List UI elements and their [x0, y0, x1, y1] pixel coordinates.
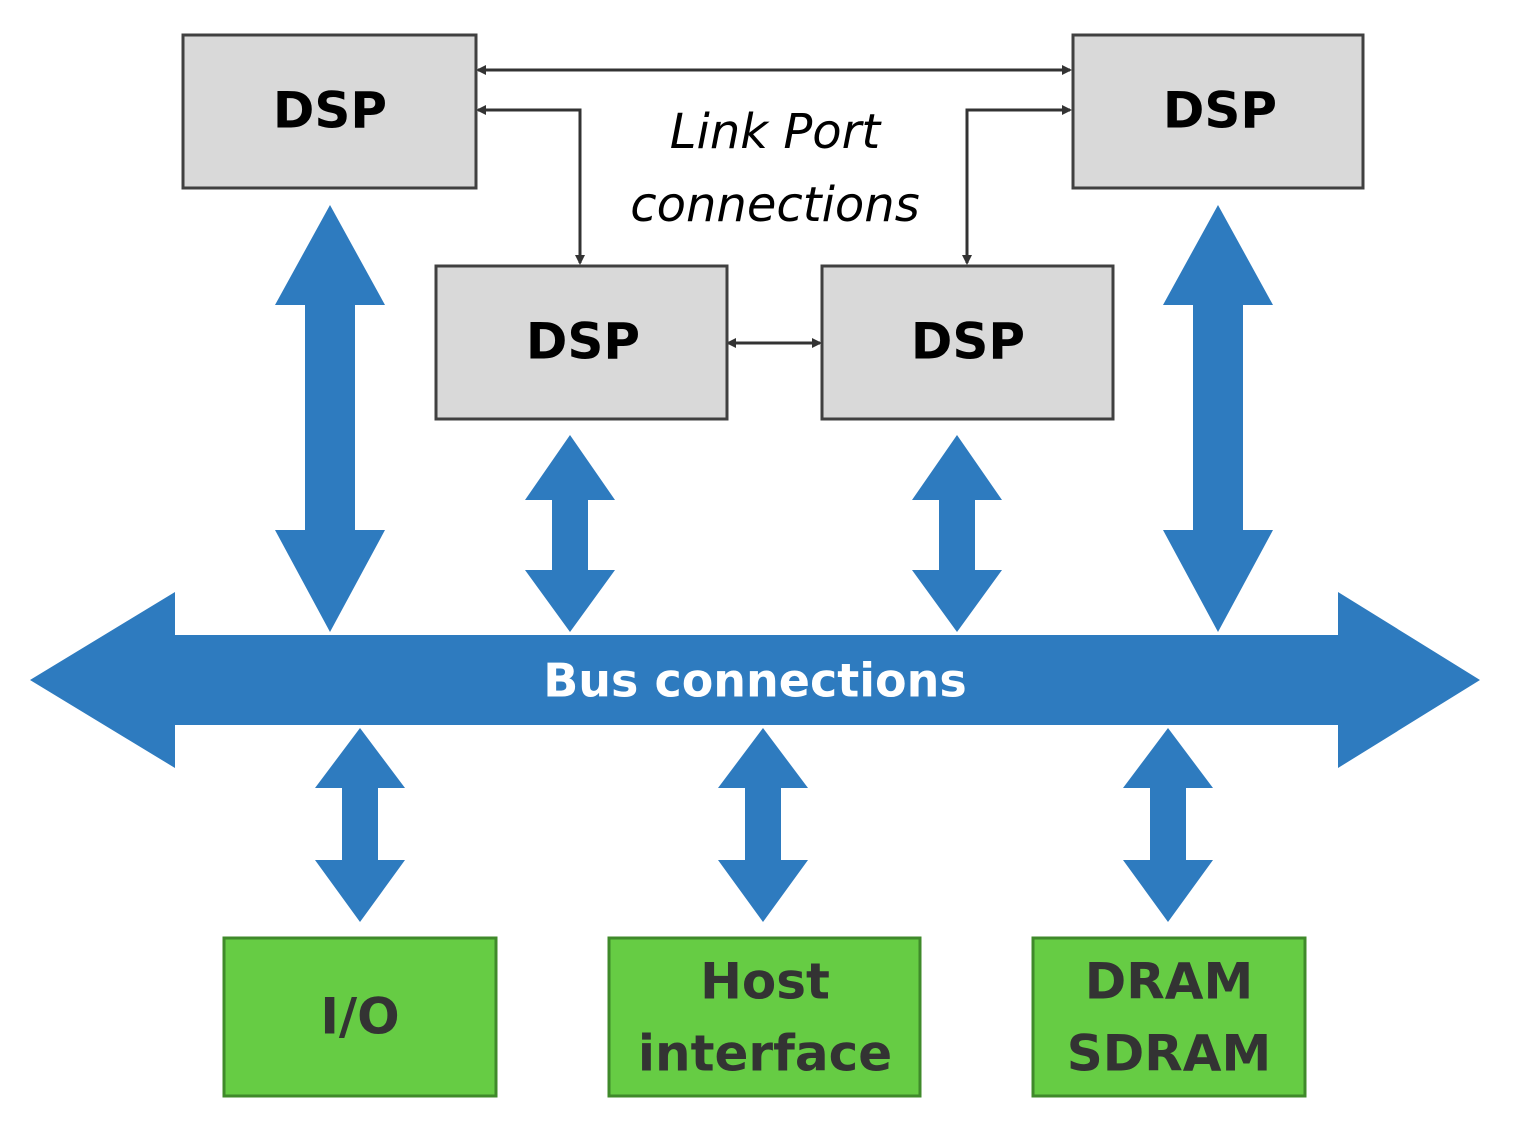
bus-connector-dsp-top-right — [1163, 205, 1273, 632]
dsp-top-right-label: DSP — [1163, 82, 1277, 140]
dsp-top-right-box — [1071, 33, 1365, 190]
dsp-top-left-label: DSP — [273, 82, 387, 140]
bus-connector-dsp-top-left — [275, 205, 385, 632]
host-interface-box — [607, 936, 922, 1098]
bus-connector-dsp-mid-right — [912, 435, 1002, 632]
bus-connector-dram-sdram — [1123, 728, 1213, 922]
host-interface-label-line1: Host — [700, 953, 830, 1011]
link-top-left-to-mid-left — [476, 105, 585, 265]
io-block: I/O — [222, 936, 498, 1098]
bus-arrow — [30, 592, 1480, 768]
link-port-label-line2: connections — [630, 177, 919, 233]
dram-sdram-label-line1: DRAM — [1085, 953, 1253, 1011]
link-top-right-to-mid-right — [962, 105, 1072, 265]
dsp-top-right: DSP — [1071, 33, 1365, 190]
io-label: I/O — [320, 988, 399, 1046]
dram-sdram-block: DRAM SDRAM — [1031, 936, 1307, 1098]
link-port-label-line1: Link Port — [670, 104, 883, 160]
dsp-mid-left: DSP — [434, 264, 729, 421]
bus-connector-host-interface — [718, 728, 808, 922]
bus-connector-dsp-mid-left — [525, 435, 615, 632]
bus-connector-io — [315, 728, 405, 922]
dsp-top-left-box — [181, 33, 478, 190]
dsp-mid-right: DSP — [820, 264, 1115, 421]
dsp-mid-left-box — [434, 264, 729, 421]
dsp-mid-right-box — [820, 264, 1115, 421]
dsp-top-left: DSP — [181, 33, 478, 190]
dsp-mid-right-label: DSP — [911, 313, 1025, 371]
host-interface-block: Host interface — [607, 936, 922, 1098]
dram-sdram-box — [1031, 936, 1307, 1098]
dsp-mid-left-label: DSP — [526, 313, 640, 371]
io-box — [222, 936, 498, 1098]
host-interface-label-line2: interface — [638, 1025, 892, 1083]
bus-label: Bus connections — [543, 654, 967, 708]
dram-sdram-label-line2: SDRAM — [1067, 1025, 1271, 1083]
